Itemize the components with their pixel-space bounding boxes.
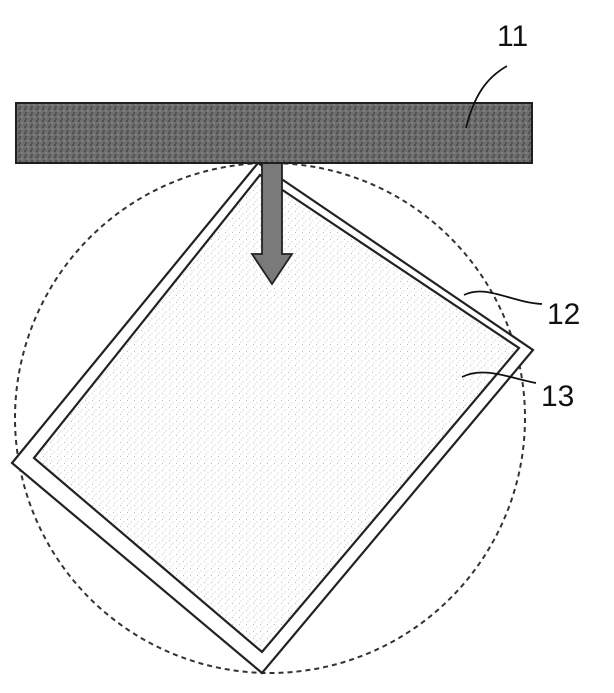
label-12: 12 [547, 298, 580, 331]
top-bar [16, 103, 532, 163]
leader-line-12 [464, 291, 542, 304]
label-11: 11 [497, 20, 528, 53]
label-13: 13 [541, 380, 574, 413]
